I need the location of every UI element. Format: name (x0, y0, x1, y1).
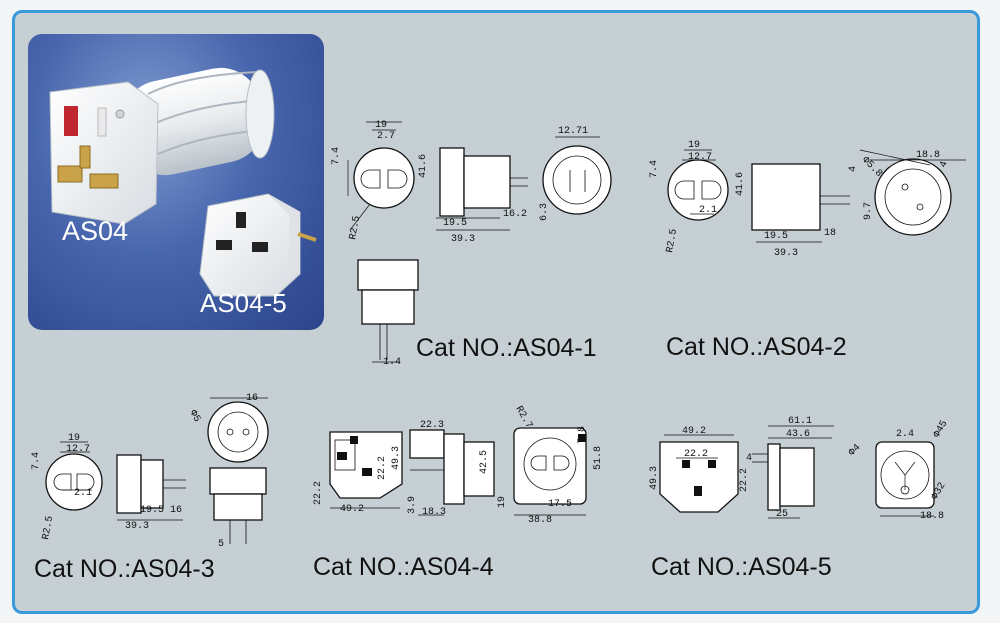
dim-as04-5-side-total: 61.1 (788, 416, 812, 427)
product-photo-panel: AS04 AS04-5 (28, 34, 324, 330)
dim-as04-4-side-h: 42.5 (479, 450, 490, 474)
as04-3-bottom-view: 5 (209, 467, 267, 550)
as04-4-side-view: 22.3 42.5 18.3 3.9 (407, 420, 495, 518)
as04-2-back-view: Φ5.8 18.8 9.7 4 (859, 149, 966, 236)
dim-as04-4-front-h: 49.3 (391, 446, 402, 470)
dim-as04-1-front-pin: 2.7 (377, 131, 395, 142)
dim-as04-2-front-w: 19 (688, 140, 700, 151)
dim-as04-3-back-w: 16 (246, 393, 258, 404)
dim-as04-1-side-h: 41.6 (418, 154, 429, 178)
as04-5-adapter-image (199, 193, 317, 297)
dim-as04-4-front-left: 22.2 (313, 481, 324, 505)
dim-as04-4-back-s: 17.5 (548, 499, 572, 510)
dim-as04-2-front-pin2: 2.1 (699, 205, 717, 216)
dim-as04-2-side-total: 39.3 (774, 248, 798, 259)
dim-as04-5-side-h: 22.2 (739, 468, 750, 492)
as04-1-front-view: 19 2.7 7.4 R2.5 (331, 120, 415, 241)
drawing-as04-5: 49.2 22.2 49.3 61.1 43.6 4 22.2 25 (649, 416, 950, 522)
cat-label-as04-1: Cat NO.:AS04-1 (416, 334, 597, 362)
dim-as04-4-front-mid: 22.2 (377, 456, 388, 480)
dim-as04-5-phi-small: Φ4 (847, 443, 863, 459)
as04-4-front-view: 22.2 49.2 22.2 49.3 (313, 431, 403, 515)
dim-as04-2-back-w: 18.8 (916, 150, 940, 161)
as04-1-bottom-view: 1.4 (357, 259, 419, 368)
photo-label-as04: AS04 (62, 216, 129, 246)
dim-as04-1-side-w: 19.5 (443, 218, 467, 229)
as04-3-side-view: 19.5 16 39.3 (116, 454, 186, 532)
dim-as04-5-front-h: 49.3 (649, 466, 660, 490)
as04-3-back-view: Φ5 16 (187, 393, 269, 463)
dim-as04-3-front-w: 19 (68, 433, 80, 444)
dim-as04-1-back-w: 12.71 (558, 126, 588, 137)
dim-as04-2-side-h: 41.6 (735, 172, 746, 196)
dim-as04-5-front-w: 49.2 (682, 426, 706, 437)
dim-as04-2-back-small: 4 (938, 160, 950, 169)
dim-as04-4-side-top: 22.3 (420, 420, 444, 431)
dim-as04-1-pin-h: 6.3 (539, 203, 550, 221)
dim-as04-3-front-pin2: 2.1 (74, 488, 92, 499)
dim-as04-5-back-top: 2.4 (896, 429, 914, 440)
drawing-as04-4: 22.2 49.2 22.2 49.3 22.3 42.5 18.3 3.9 R… (313, 405, 604, 527)
dim-as04-2-r: R2.5 (665, 228, 680, 254)
dim-as04-5-front-pin: 22.2 (684, 449, 708, 460)
as04-5-back-view: 2.4 Φ45 Φ4 Φ32 18.8 (847, 419, 950, 522)
as04-3-front-view: 19 12.7 2.1 7.4 R2.5 (31, 433, 103, 541)
dim-as04-4-back-19: 19 (497, 496, 508, 508)
dim-as04-1-bottom-pin: 1.4 (383, 357, 401, 368)
dim-as04-5-side-pin: 4 (746, 453, 752, 464)
dim-as04-2-pin-h: 4 (848, 166, 859, 172)
dim-as04-2-side-w: 19.5 (764, 231, 788, 242)
as04-5-side-view: 61.1 43.6 4 22.2 25 (739, 416, 834, 520)
dim-as04-1-side-pin: 16.2 (503, 209, 527, 220)
drawing-as04-2: 19 12.7 2.1 7.4 R2.5 41.6 19.5 39.3 18 4… (649, 140, 966, 259)
dim-as04-3-r: R2.5 (41, 515, 56, 541)
dim-as04-3-front-pin: 12.7 (66, 444, 90, 455)
as04-1-side-view: 41.6 19.5 39.3 16.2 6.3 (418, 147, 550, 245)
as04-4-back-view: R2.7 51.8 7.8 38.8 17.5 19 (497, 405, 604, 527)
dim-as04-5-phi-big: Φ45 (932, 419, 951, 440)
dim-as04-2-side-pin: 18 (824, 228, 836, 239)
cat-label-as04-5: Cat NO.:AS04-5 (651, 553, 832, 581)
dim-as04-5-back-w: 18.8 (920, 511, 944, 522)
dim-as04-2-h74: 7.4 (649, 160, 660, 178)
dim-as04-3-side-total: 39.3 (125, 521, 149, 532)
dim-as04-5-side-bottom: 25 (776, 509, 788, 520)
cat-label-as04-4: Cat NO.:AS04-4 (313, 553, 494, 581)
dim-as04-3-phi: Φ5 (187, 409, 203, 425)
as04-2-side-view: 41.6 19.5 39.3 18 4 (735, 163, 859, 259)
dim-as04-4-front-w: 49.2 (340, 504, 364, 515)
dim-as04-4-r: R2.7 (513, 405, 535, 431)
dim-as04-4-back-h: 51.8 (593, 446, 604, 470)
cat-label-as04-3: Cat NO.:AS04-3 (34, 555, 215, 583)
photo-label-as04-5: AS04-5 (200, 288, 287, 318)
dim-as04-5-side-w: 43.6 (786, 429, 810, 440)
dim-as04-1-side-total: 39.3 (451, 234, 475, 245)
as04-1-back-view: 12.71 (542, 126, 612, 215)
dim-as04-4-side-w: 18.3 (422, 507, 446, 518)
drawing-as04-3: 19 12.7 2.1 7.4 R2.5 19.5 16 39.3 Φ5 16 (31, 393, 269, 550)
dim-as04-1-front-w: 19 (375, 120, 387, 131)
drawing-as04-1: 19 2.7 7.4 R2.5 41.6 19.5 39.3 16.2 6.3 … (331, 120, 612, 368)
as04-adapter-image (49, 67, 275, 225)
dim-as04-4-back-w: 38.8 (528, 515, 552, 526)
dim-as04-2-phi: Φ5.8 (859, 155, 884, 180)
as04-2-front-view: 19 12.7 2.1 7.4 R2.5 (649, 140, 729, 254)
dim-as04-3-bottom-pin: 5 (218, 539, 224, 550)
product-photo (49, 67, 317, 297)
dim-as04-1-h74: 7.4 (331, 147, 342, 165)
dim-as04-1-r: R2.5 (348, 215, 363, 241)
dim-as04-3-side-w: 19.5 (140, 505, 164, 516)
cat-label-as04-2: Cat NO.:AS04-2 (666, 333, 847, 361)
dim-as04-4-back-pin: 7.8 (577, 426, 588, 444)
dim-as04-4-side-pin: 3.9 (407, 496, 418, 514)
dim-as04-3-side-pin: 16 (170, 505, 182, 516)
as04-5-front-view: 49.2 22.2 49.3 (649, 426, 739, 513)
dim-as04-2-front-pin: 12.7 (688, 152, 712, 163)
dim-as04-3-h74: 7.4 (31, 452, 42, 470)
dim-as04-2-back-h: 9.7 (863, 202, 874, 220)
